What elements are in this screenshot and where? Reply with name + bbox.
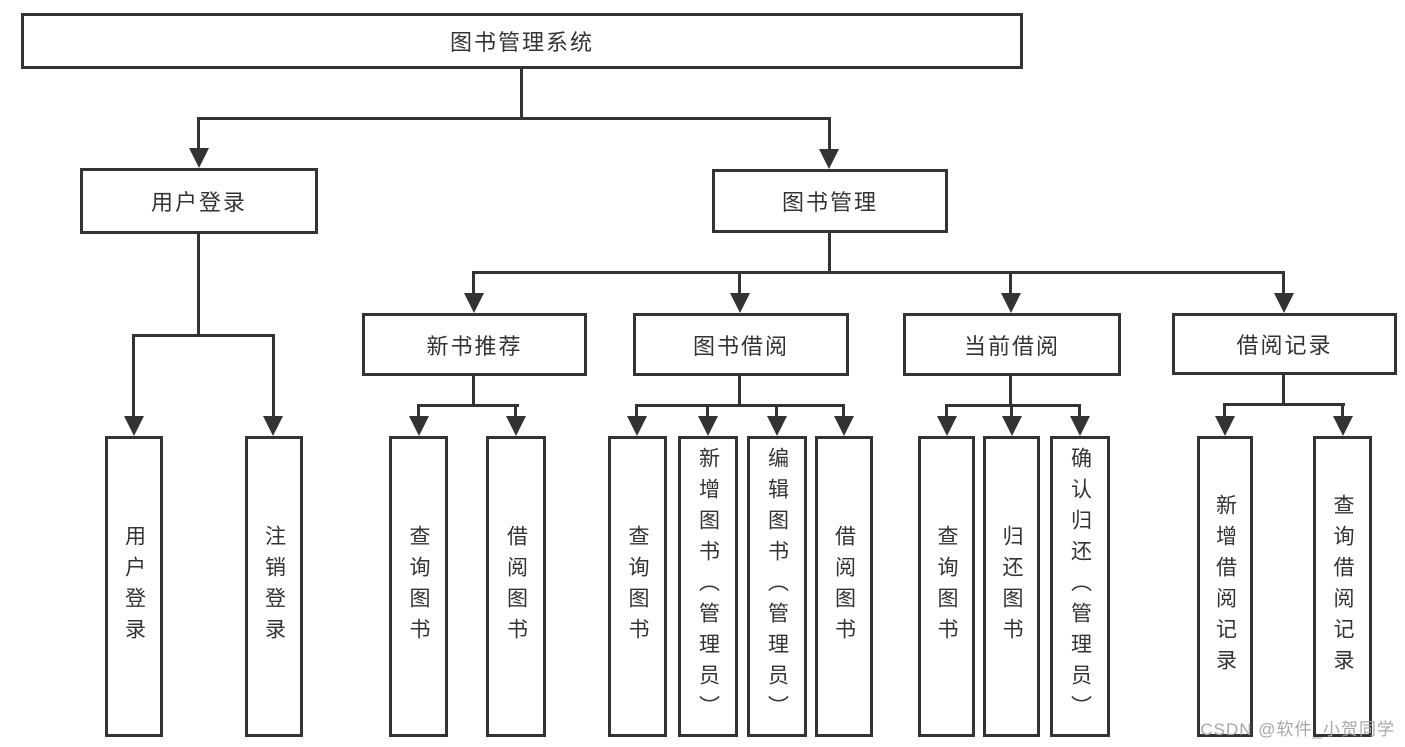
arrowhead-icon <box>409 416 429 436</box>
arrowhead-icon <box>1215 416 1235 436</box>
connector-segment <box>1282 375 1285 406</box>
node-label: 查询图书 <box>935 524 958 649</box>
node-current-borrowing: 当前借阅 <box>903 313 1121 376</box>
leaf-borrowing-query-books: 查询图书 <box>608 436 667 737</box>
node-label: 查询图书 <box>407 524 430 649</box>
node-label: 当前借阅 <box>963 333 1060 359</box>
connector-segment <box>197 234 200 337</box>
leaf-borrowing-add-books-admin: 新增图书（管理员） <box>678 436 738 737</box>
connector-segment <box>1010 404 1013 418</box>
node-label: 编辑图书（管理员） <box>765 447 789 726</box>
connector-segment <box>842 404 845 418</box>
connector-segment <box>1009 376 1012 407</box>
connector-segment <box>1078 404 1081 418</box>
leaf-records-query-borrow-record: 查询借阅记录 <box>1313 436 1372 737</box>
connector-segment <box>1009 271 1012 295</box>
node-new-book-recommendation: 新书推荐 <box>362 313 587 376</box>
connector-segment <box>1341 403 1344 418</box>
connector-segment <box>472 271 475 295</box>
node-label: 注销登录 <box>262 524 286 649</box>
node-label: 图书管理系统 <box>449 30 594 55</box>
arrowhead-icon <box>1274 293 1294 313</box>
connector-segment <box>472 376 475 407</box>
connector-segment <box>472 271 1285 274</box>
csdn-watermark: CSDN @软件_小贺同学 <box>1200 720 1395 739</box>
connector-segment <box>1282 271 1285 295</box>
arrowhead-icon <box>263 416 283 436</box>
arrowhead-icon <box>698 416 718 436</box>
leaf-current-return-books: 归还图书 <box>983 436 1040 737</box>
node-label: 借阅记录 <box>1236 333 1333 358</box>
leaf-current-query-books: 查询图书 <box>918 436 975 737</box>
node-label: 借阅图书 <box>832 524 856 649</box>
arrowhead-icon <box>1001 293 1021 313</box>
connector-segment <box>514 404 517 418</box>
node-label: 归还图书 <box>1000 524 1023 649</box>
node-library-management-system: 图书管理系统 <box>21 13 1023 69</box>
node-label: 图书管理 <box>781 190 878 215</box>
arrowhead-icon <box>937 416 957 436</box>
connector-segment <box>706 404 709 418</box>
arrowhead-icon <box>506 416 526 436</box>
node-label: 确认归还（管理员） <box>1068 447 1092 726</box>
connector-segment <box>1223 403 1226 418</box>
leaf-borrowing-borrow-books: 借阅图书 <box>815 436 873 737</box>
arrowhead-icon <box>767 416 787 436</box>
arrowhead-icon <box>189 148 209 168</box>
node-label: 新增图书（管理员） <box>696 447 720 726</box>
node-label: 查询图书 <box>626 524 649 649</box>
leaf-newbook-query-books: 查询图书 <box>389 436 448 737</box>
connector-segment <box>197 117 200 151</box>
node-label: 用户登录 <box>122 524 146 649</box>
connector-segment <box>272 334 275 418</box>
leaf-current-confirm-return-admin: 确认归还（管理员） <box>1050 436 1110 737</box>
node-book-management-branch: 图书管理 <box>712 169 948 233</box>
arrowhead-icon <box>1070 416 1090 436</box>
connector-segment <box>635 404 638 418</box>
connector-segment <box>775 404 778 418</box>
connector-segment <box>197 117 831 120</box>
node-label: 新书推荐 <box>426 333 523 359</box>
node-user-login-branch: 用户登录 <box>80 168 318 234</box>
connector-segment <box>1223 403 1345 406</box>
connector-segment <box>828 233 831 274</box>
node-label: 新增借阅记录 <box>1213 493 1237 680</box>
leaf-borrowing-edit-books-admin: 编辑图书（管理员） <box>747 436 807 737</box>
connector-segment <box>520 68 523 119</box>
arrowhead-icon <box>730 293 750 313</box>
connector-segment <box>417 404 519 407</box>
connector-segment <box>828 117 831 151</box>
node-label: 用户登录 <box>150 190 247 215</box>
node-label: 查询借阅记录 <box>1331 493 1354 680</box>
arrowhead-icon <box>834 416 854 436</box>
arrowhead-icon <box>819 149 839 169</box>
leaf-logout: 注销登录 <box>245 436 303 737</box>
leaf-newbook-borrow-books: 借阅图书 <box>486 436 546 737</box>
connector-segment <box>635 404 845 407</box>
connector-segment <box>945 404 1081 407</box>
connector-segment <box>738 376 741 407</box>
connector-segment <box>417 404 420 418</box>
leaf-user-login: 用户登录 <box>105 436 163 737</box>
node-label: 借阅图书 <box>504 524 528 649</box>
arrowhead-icon <box>464 293 484 313</box>
node-borrowing-records: 借阅记录 <box>1172 313 1397 375</box>
arrowhead-icon <box>124 416 144 436</box>
arrowhead-icon <box>627 416 647 436</box>
connector-segment <box>132 334 135 418</box>
leaf-records-add-borrow-record: 新增借阅记录 <box>1197 436 1253 737</box>
connector-segment <box>132 334 275 337</box>
connector-segment <box>738 271 741 295</box>
arrowhead-icon <box>1333 416 1353 436</box>
connector-segment <box>945 404 948 418</box>
node-book-borrowing: 图书借阅 <box>633 313 849 376</box>
node-label: 图书借阅 <box>692 333 789 359</box>
arrowhead-icon <box>1002 416 1022 436</box>
